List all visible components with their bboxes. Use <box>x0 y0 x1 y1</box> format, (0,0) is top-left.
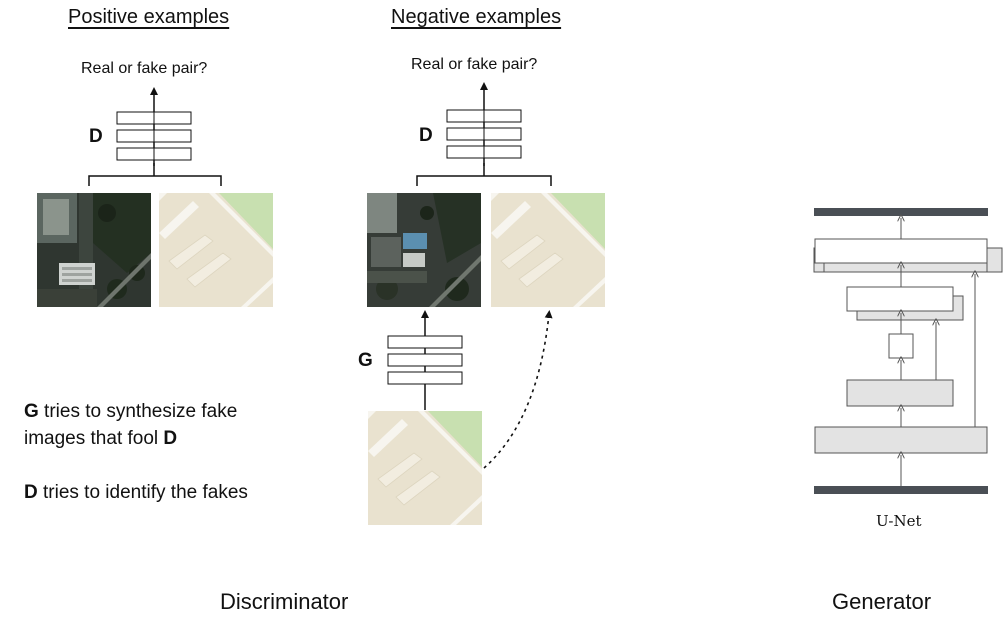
adversarial-caption: G tries to synthesize fake images that f… <box>24 398 324 506</box>
caption-line-2: images that fool D <box>24 425 324 452</box>
unet-input-bar <box>814 486 988 494</box>
unet-bottleneck-block <box>888 333 914 359</box>
negative-discriminator-network <box>416 82 552 186</box>
caption-line-1: G tries to synthesize fake <box>24 398 324 425</box>
generator-footer-label: Generator <box>832 589 932 614</box>
negative-examples-heading: Negative examples <box>391 6 562 28</box>
positive-discriminator-network <box>88 87 222 186</box>
caption-line-1-text: tries to synthesize fake <box>38 401 238 422</box>
positive-satellite-image <box>37 193 151 307</box>
unet-diagram <box>813 208 1003 494</box>
caption-line-3-text: tries to identify the fakes <box>37 482 248 503</box>
positive-map-image <box>158 192 274 308</box>
unet-decoder-block-1 <box>814 238 988 264</box>
caption-d-bold: D <box>163 428 178 449</box>
generator-network <box>387 310 463 410</box>
caption-line-3: D tries to identify the fakes <box>24 479 324 506</box>
unet-encoder-block-1 <box>814 426 988 454</box>
negative-map-image <box>490 192 606 308</box>
caption-g-bold: G <box>24 401 39 422</box>
discriminator-footer-label: Discriminator <box>220 589 349 614</box>
discriminator-d-label-negative: D <box>419 125 433 146</box>
positive-examples-heading: Positive examples <box>68 6 230 28</box>
unet-decoder-block-2 <box>846 286 954 312</box>
positive-question-label: Real or fake pair? <box>81 60 208 77</box>
dashed-copy-arrow <box>483 310 553 469</box>
caption-line-2-text: images that fool <box>24 428 164 449</box>
caption-d-bold-2: D <box>24 482 38 503</box>
input-map-image <box>367 410 483 526</box>
generator-g-label: G <box>358 350 373 371</box>
negative-question-label: Real or fake pair? <box>411 56 538 73</box>
unet-output-bar <box>814 208 988 216</box>
discriminator-d-label-positive: D <box>89 126 103 147</box>
negative-generated-satellite-image <box>367 193 481 307</box>
unet-encoder-block-2 <box>846 379 954 407</box>
unet-label: U-Net <box>876 512 922 530</box>
